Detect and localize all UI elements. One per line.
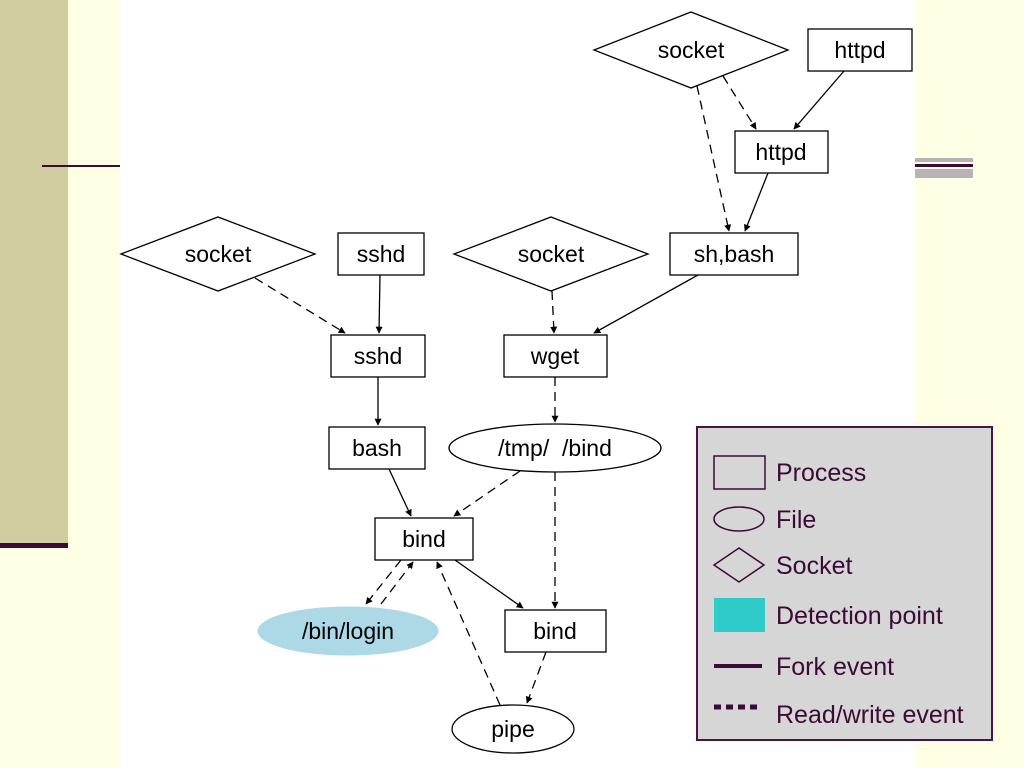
node-label: sshd: [354, 343, 403, 369]
fork-edge-bash-to-bind-main: [388, 468, 412, 517]
node-label: socket: [518, 241, 585, 267]
node-label: sshd: [357, 241, 406, 267]
legend-label: Fork event: [776, 653, 895, 681]
legend-label: Process: [776, 459, 867, 487]
node-label: /tmp/ /bind: [498, 435, 612, 461]
node-sh-bash: sh,bash: [669, 232, 799, 276]
node-socket-top: socket: [592, 11, 790, 89]
node-sshd-mid: sshd: [330, 334, 426, 378]
detection-swatch: [714, 598, 765, 632]
fork-edge-sshd-top-to-sshd-mid: [375, 274, 383, 334]
detection-swatch-icon: [714, 598, 765, 632]
legend-label: Read/write event: [776, 701, 964, 729]
legend: Process File Socket Detection point Fork…: [696, 426, 993, 741]
node-label: httpd: [755, 139, 806, 165]
node-pipe: pipe: [451, 704, 575, 754]
read-write-edge-tmp-bind-to-bind-main: [453, 470, 521, 517]
node-label: socket: [658, 37, 725, 63]
process-box-icon: [713, 455, 766, 490]
title-rule-right-mid: [915, 164, 973, 167]
read-write-edge-socket-left-to-sshd-mid: [254, 277, 346, 334]
left-band: [0, 0, 68, 544]
node-wget: wget: [503, 334, 608, 378]
edge-layer: [254, 70, 845, 706]
fork-edge-sh-bash-to-wget: [593, 274, 699, 334]
title-rule-right-bottom: [915, 169, 973, 178]
node-label: wget: [530, 343, 580, 369]
node-label: sh,bash: [694, 241, 775, 267]
node-label: socket: [185, 241, 252, 267]
node-bash: bash: [328, 426, 426, 470]
node-bin-login: /bin/login: [257, 606, 439, 656]
socket-diamond-icon: [712, 547, 766, 583]
file-ellipse-icon: [713, 506, 765, 532]
fork-edge-bind-main-to-bind-child: [454, 559, 524, 609]
read-write-edge-bind-child-to-pipe: [525, 651, 547, 704]
legend-item-socket: Socket: [712, 546, 992, 586]
legend-item-read-write-event: Read/write event: [712, 695, 992, 735]
node-socket-left: socket: [119, 216, 317, 292]
legend-label: Detection point: [776, 602, 943, 630]
node-sshd-top: sshd: [337, 232, 425, 276]
node-httpd-top: httpd: [807, 28, 913, 72]
node-layer: socket httpd httpd sh,bash socket sshd s…: [119, 11, 913, 754]
node-label: pipe: [491, 716, 534, 742]
node-label: /bin/login: [302, 618, 394, 644]
fork-edge-httpd-top-to-httpd-mid: [793, 70, 845, 130]
legend-item-detection-point: Detection point: [712, 596, 992, 636]
read-write-edge-socket-top-to-sh-bash: [696, 85, 732, 232]
legend-item-file: File: [712, 500, 992, 540]
node-httpd-mid: httpd: [734, 130, 829, 174]
read-write-edge-socket-mid-to-wget: [550, 290, 558, 334]
legend-label: Socket: [776, 552, 853, 580]
node-label: bash: [352, 435, 402, 461]
fork-edge-httpd-mid-to-sh-bash: [744, 172, 769, 232]
node-label: bind: [402, 526, 445, 552]
read-write-edge-socket-top-to-httpd-mid: [722, 75, 757, 130]
legend-label: File: [776, 506, 817, 534]
read-write-edge-bind-main-to-bin-login: [365, 559, 402, 605]
node-socket-mid: socket: [452, 216, 650, 292]
read-write-dashes-icon: [714, 704, 762, 710]
read-write-edge-bin-login-to-bind-main: [380, 561, 414, 605]
node-label: bind: [533, 618, 576, 644]
legend-item-process: Process: [712, 453, 992, 493]
title-rule-right-top: [915, 158, 973, 162]
left-band-underline: [0, 543, 68, 548]
node-tmp-bind: /tmp/ /bind: [448, 423, 662, 473]
legend-item-fork-event: Fork event: [712, 647, 992, 687]
node-bind-main: bind: [374, 517, 474, 561]
node-label: httpd: [834, 37, 885, 63]
read-write-edge-pipe-to-bind-main: [436, 561, 501, 706]
fork-line-icon: [714, 664, 762, 668]
node-bind-child: bind: [504, 609, 607, 653]
